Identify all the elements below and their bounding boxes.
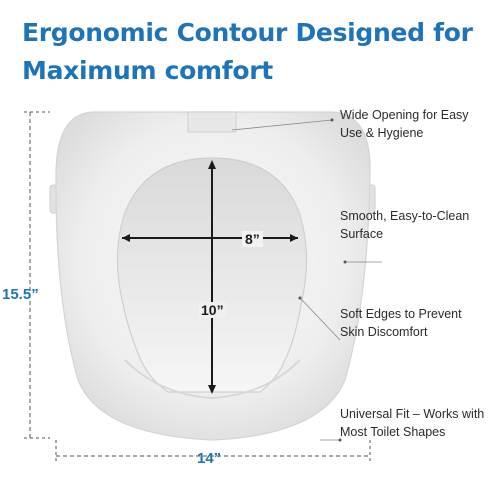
callout-easy-clean: Smooth, Easy-to-Clean Surface <box>340 209 470 241</box>
opening-width-label: 8” <box>242 231 263 247</box>
opening-length-label: 10” <box>199 302 226 318</box>
width-dimension-label: 14” <box>197 450 222 467</box>
headline: Ergonomic Contour Designed for Maximum c… <box>22 14 492 90</box>
callout-leader-3 <box>299 297 341 341</box>
callout-wide-opening: Wide Opening for Easy Use & Hygiene <box>340 108 469 140</box>
callout-soft-edges: Soft Edges to Prevent Skin Discomfort <box>340 307 462 339</box>
height-dimension-label: 15.5” <box>2 286 39 303</box>
front-notch <box>187 111 237 133</box>
headline-line-2: Maximum comfort <box>22 56 273 85</box>
callout-leader-1 <box>231 119 333 131</box>
headline-line-1: Ergonomic Contour Designed for <box>22 18 473 47</box>
callout-universal-fit: Universal Fit – Works with Most Toilet S… <box>340 407 485 439</box>
